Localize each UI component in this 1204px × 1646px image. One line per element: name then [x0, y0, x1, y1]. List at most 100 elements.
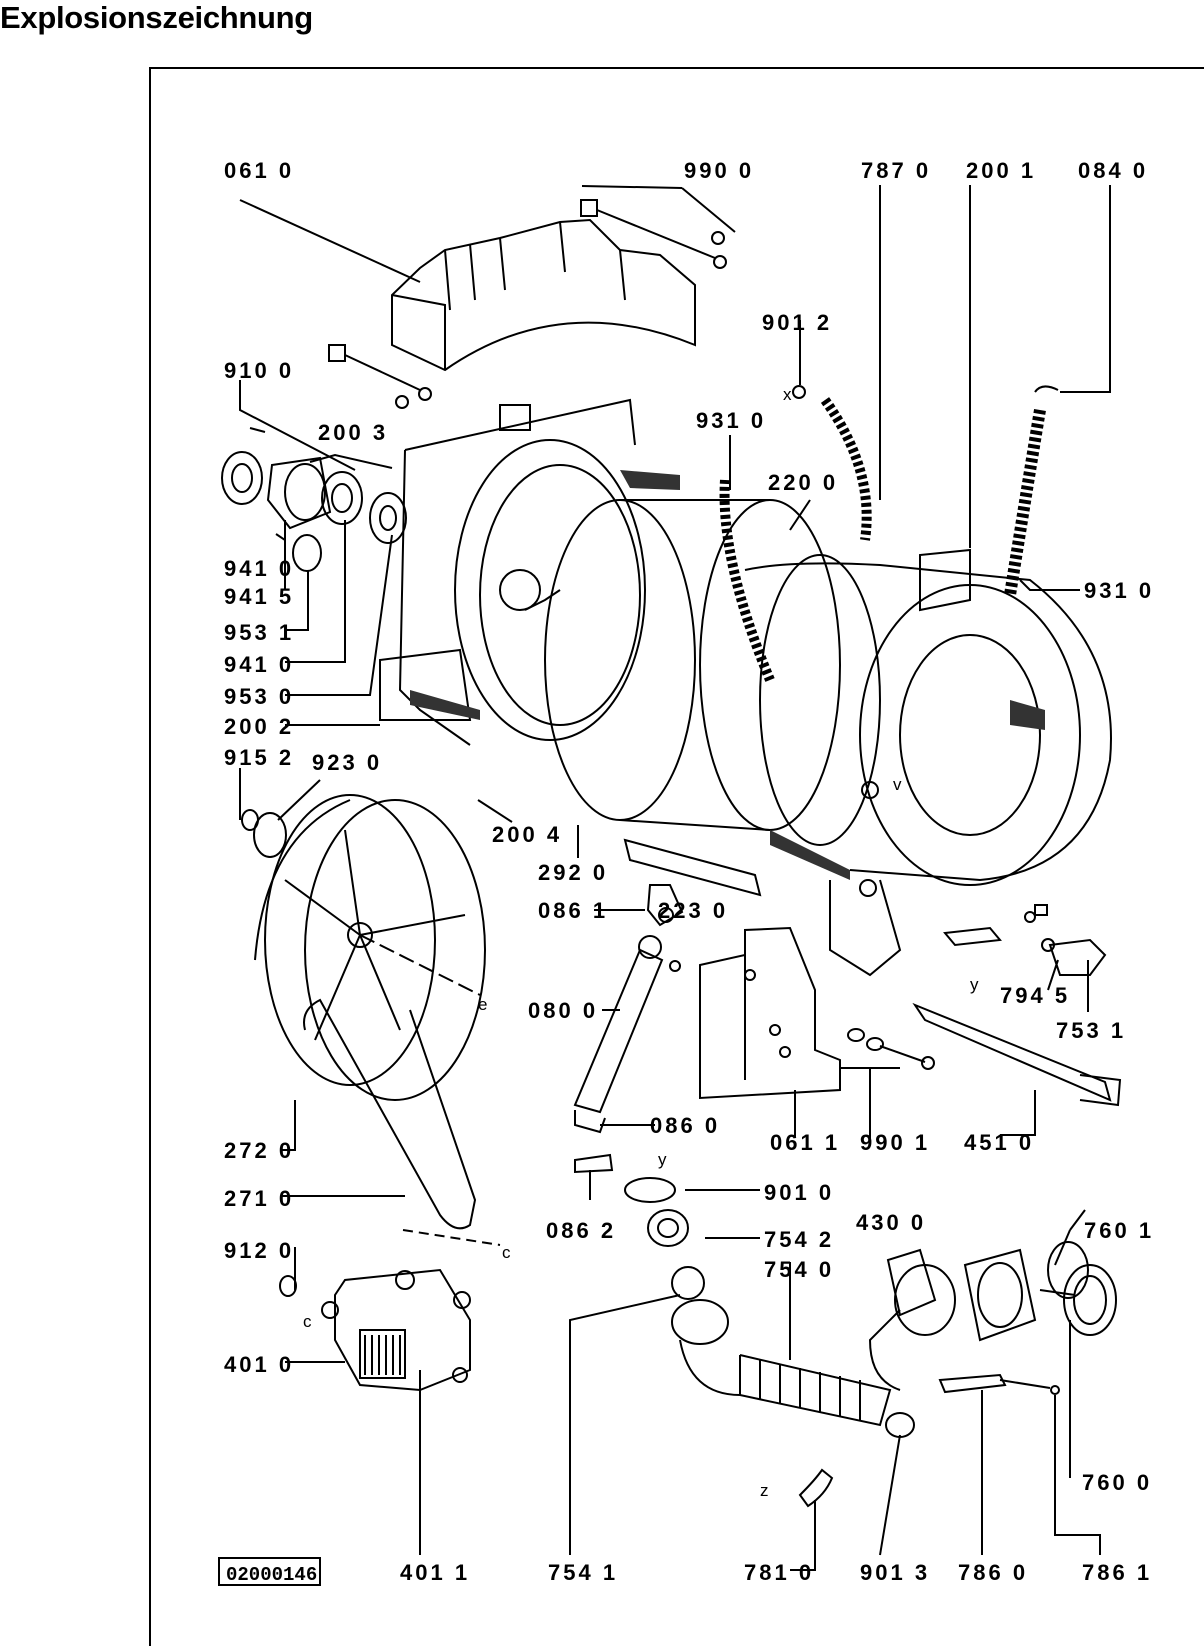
drawing-stroke: [739, 1355, 861, 1420]
drawing-stroke: [264, 794, 436, 1086]
part-label: 794 5: [1000, 983, 1070, 1008]
callout-letter: z: [760, 1481, 769, 1500]
drawing-stroke: [452, 1367, 468, 1383]
part-label: 061 0: [224, 158, 294, 183]
drawing-stroke: [359, 934, 481, 996]
part-label: 760 1: [1084, 1218, 1154, 1243]
drawing-stroke: [711, 231, 725, 245]
drawing-stroke: [1047, 1241, 1089, 1299]
drawing-stroke: [943, 926, 1002, 947]
drawing-stroke: [829, 879, 902, 977]
drawing-stroke: [364, 1335, 401, 1375]
part-label: 086 2: [546, 1218, 616, 1243]
drawing-stroke: [866, 1037, 884, 1051]
callout-letters: x y v e c c y z: [303, 385, 979, 1500]
drawing-stroke: [879, 1045, 926, 1063]
drawing-stroke: [1034, 385, 1059, 393]
part-label: 200 4: [492, 822, 562, 847]
part-label: 760 0: [1082, 1470, 1152, 1495]
drawing-stroke: [285, 520, 346, 663]
part-label: 753 1: [1056, 1018, 1126, 1043]
drawing-stroke: [1050, 1385, 1060, 1395]
drawing-stroke: [1060, 185, 1111, 393]
part-label: 786 1: [1082, 1560, 1152, 1585]
drawing-stroke: [574, 1153, 614, 1174]
callout-letter: c: [303, 1312, 312, 1331]
drawing-stroke: [402, 1229, 501, 1246]
part-label: 451 0: [964, 1130, 1034, 1155]
drawing-stroke: [303, 998, 477, 1230]
drawing-stroke: [544, 499, 696, 821]
drawing-stroke: [453, 1291, 471, 1309]
drawing-stroke: [789, 499, 811, 531]
drawing-stroke: [477, 799, 513, 823]
part-label: 292 0: [538, 860, 608, 885]
drawing-stroke: [391, 218, 696, 372]
drawing-stroke: [1019, 579, 1080, 591]
drawing-number-box: [218, 1557, 321, 1586]
drawing-stroke: [1024, 911, 1036, 923]
drawing-stroke: [580, 199, 598, 217]
drawing-stroke: [321, 471, 363, 525]
drawing-stroke: [391, 294, 446, 370]
part-label: 953 1: [224, 620, 294, 645]
part-label: 901 0: [764, 1180, 834, 1205]
part-label: 223 0: [658, 898, 728, 923]
drawing-stroke: [623, 838, 762, 897]
drawing-stroke: [395, 1270, 415, 1290]
drawing-stroke: [1073, 1275, 1107, 1325]
part-label: 901 3: [860, 1560, 930, 1585]
drawing-stroke: [285, 570, 309, 631]
drawing-stroke: [1034, 904, 1048, 916]
drawing-stroke: [309, 453, 393, 469]
drawing-stroke: [620, 470, 680, 490]
drawing-stroke: [574, 1110, 606, 1134]
part-label: 781 0: [744, 1560, 814, 1585]
drawing-stroke: [1048, 938, 1107, 976]
part-label: 200 2: [224, 714, 294, 739]
drawing-stroke: [331, 483, 353, 513]
drawing-stroke: [638, 935, 662, 959]
drawing-stroke: [569, 1294, 681, 1555]
part-label: 200 1: [966, 158, 1036, 183]
drawing-stroke: [1054, 1229, 1071, 1266]
drawing-stroke: [344, 354, 421, 391]
drawing-stroke: [1079, 1074, 1122, 1107]
drawing-stroke: [671, 1266, 705, 1300]
drawing-stroke: [280, 1100, 296, 1151]
drawing-stroke: [938, 1373, 1007, 1394]
drawing-stroke: [275, 533, 286, 590]
drawing-stroke: [284, 829, 466, 1041]
drawing-stroke: [658, 907, 674, 923]
callout-letter: y: [970, 975, 979, 994]
part-label: 910 0: [224, 358, 294, 383]
drawing-stroke: [239, 199, 421, 283]
drawing-stroke: [1054, 1395, 1101, 1555]
leader-lines: [239, 185, 1111, 1571]
part-label: 931 0: [696, 408, 766, 433]
part-label: 061 1: [770, 1130, 840, 1155]
drawing-stroke: [744, 969, 756, 981]
drawing-stroke: [404, 398, 636, 451]
drawing-stroke: [321, 1301, 339, 1319]
drawing-stroke: [859, 879, 877, 897]
drawing-stroke: [921, 1056, 935, 1070]
drawing-stroke: [719, 479, 775, 682]
drawing-stroke: [581, 185, 736, 233]
drawing-stroke: [573, 948, 664, 1114]
drawing-stroke: [894, 1264, 956, 1336]
part-label: 923 0: [312, 750, 382, 775]
part-label: 754 2: [764, 1227, 834, 1252]
drawing-stroke: [277, 779, 321, 821]
part-label: 086 0: [650, 1113, 720, 1138]
drawing-stroke: [379, 505, 397, 531]
drawing-stroke: [499, 569, 541, 611]
part-label: 990 1: [860, 1130, 930, 1155]
drawing-stroke: [792, 385, 806, 399]
drawing-stroke: [912, 1002, 1112, 1102]
drawing-stroke: [239, 380, 356, 471]
drawing-stroke: [861, 781, 879, 799]
part-label: 931 0: [1084, 578, 1154, 603]
drawing-stroke: [868, 1309, 901, 1391]
